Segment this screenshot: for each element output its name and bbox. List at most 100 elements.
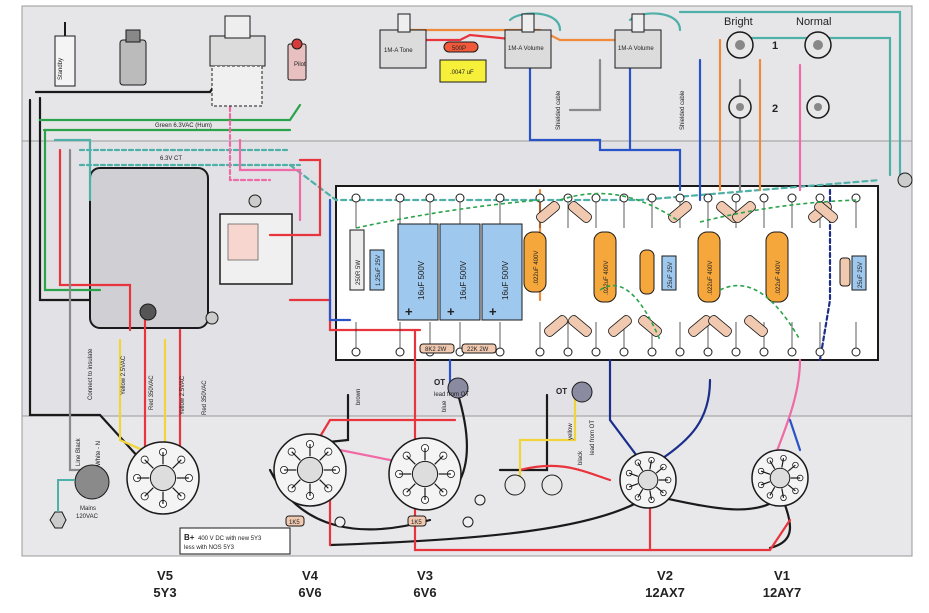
socket-wire	[760, 481, 771, 486]
volume-pot-a-label: 1M-A Volume	[508, 46, 544, 52]
tube-position-label: V3	[417, 568, 433, 583]
trace-dashed	[355, 199, 541, 229]
eyelet-v4	[334, 516, 346, 528]
socket-wire	[172, 487, 182, 497]
pilot-jewel	[291, 38, 303, 50]
bplus-title: B+	[184, 533, 195, 542]
eyelet-bottom	[563, 347, 573, 357]
filter-cap-a-label: 16uF 500V	[417, 260, 426, 300]
tube-type-label: 6V6	[298, 585, 321, 600]
connect-insulate-label: Connect to insulate	[88, 348, 94, 400]
cathode-res-v4	[285, 515, 305, 527]
eyelet-bottom	[535, 347, 545, 357]
eyelet-top	[703, 193, 713, 203]
eyelet-top	[455, 193, 465, 203]
socket-wire	[787, 484, 796, 492]
eyelet-top	[759, 193, 769, 203]
eyelet-bottom	[851, 347, 861, 357]
socket-v5	[126, 441, 200, 515]
coupling-cap-b-label: .022uF 400V	[604, 261, 610, 295]
socket-wire	[406, 483, 416, 493]
eyelet-bottom	[591, 347, 601, 357]
volume-pot-b-label: 1M-A Volume	[618, 46, 654, 52]
filter-cap-b-label: 16uF 500V	[459, 260, 468, 300]
eyelet-top	[619, 193, 629, 203]
wire-black-1	[38, 96, 92, 302]
socket-wire	[760, 470, 771, 475]
socket-center	[637, 469, 659, 491]
eyelet-top	[675, 193, 685, 203]
cap-25uf-a	[369, 249, 385, 291]
wire-teal-pot-1	[508, 12, 562, 32]
socket-pin	[625, 483, 633, 491]
fuse-cap	[125, 29, 141, 43]
cap-small-orange	[639, 249, 655, 295]
wire-grey-1	[68, 148, 82, 472]
cap-500pf-label: 500P	[452, 46, 466, 52]
tube-position-label: V4	[302, 568, 319, 583]
socket-wire	[769, 486, 776, 496]
red-350vac-label-b: Red 350VAC	[202, 380, 208, 415]
socket-wire	[649, 490, 653, 500]
cathode-res-v3	[407, 515, 427, 527]
socket-pin	[634, 494, 642, 501]
socket-wire	[434, 483, 444, 493]
tone-pot	[379, 29, 427, 69]
eyelet-v3	[462, 516, 474, 528]
socket-wire	[434, 455, 444, 465]
eyelet-bottom	[619, 347, 629, 357]
coupling-cap-c	[697, 231, 721, 303]
green-heater-label: Green 6.3VAC (Hum)	[155, 123, 212, 129]
coupling-cap-c-label: .022uF 400V	[708, 261, 714, 295]
ot-label-a: OT	[434, 378, 445, 387]
yellow-25vac-label: Yellow 2.5VAC	[121, 355, 127, 395]
eyelet-top	[395, 193, 405, 203]
resistor-250r-label: 250R 5W	[356, 260, 362, 285]
wire-blue-6	[788, 418, 802, 452]
choke-core	[227, 223, 259, 261]
tube-type-label: 6V6	[413, 585, 436, 600]
cathode-res-v3-label: 1K5	[411, 520, 422, 526]
cap-500pf	[443, 41, 479, 53]
eyelet-bottom	[647, 347, 657, 357]
resistor-cathode	[839, 257, 851, 287]
eyelet-v3b	[474, 494, 486, 506]
mains-grommet	[74, 464, 110, 500]
jack-bright-1-hole	[735, 40, 745, 50]
tube-position-label: V1	[774, 568, 790, 583]
plate-resistor	[608, 315, 632, 337]
wire-pink-1	[238, 138, 302, 222]
yellow-label: yellow	[568, 423, 574, 440]
eyelet-bottom	[703, 347, 713, 357]
eyelet-top	[495, 193, 505, 203]
ot-grommet-b	[571, 381, 593, 403]
filter-cap-c-label: 16uF 500V	[501, 260, 510, 300]
filter-cap-c-plus: +	[489, 304, 497, 319]
trace-dashed	[599, 284, 661, 341]
socket-wire	[655, 466, 664, 474]
socket-wire	[781, 488, 785, 498]
jack-normal-1-hole	[813, 40, 823, 50]
wire-pink-dashed	[228, 98, 272, 182]
wire-navy-dashed	[818, 188, 832, 362]
wire-teal-jack	[738, 36, 892, 177]
coupling-cap-b	[593, 231, 617, 303]
wire-red-1	[58, 148, 132, 332]
eyelet-top	[351, 193, 361, 203]
cap-25uf-b-label: 25uF 25V	[668, 262, 674, 288]
socket-center	[411, 460, 439, 488]
input-2-label: 2	[772, 103, 778, 115]
coupling-cap-a	[523, 231, 547, 293]
red-350vac-label-a: Red 350VAC	[149, 375, 155, 410]
plate-resistor	[708, 315, 732, 337]
socket-center	[769, 467, 791, 489]
eyelet-bottom	[815, 347, 825, 357]
socket-wire	[172, 459, 182, 469]
ot-lead-label-b: lead from OT	[590, 420, 596, 455]
socket-v1	[751, 449, 809, 507]
blue-label: blue	[442, 400, 448, 412]
power-switch	[209, 35, 266, 67]
filter-cap-a-plus: +	[405, 304, 413, 319]
